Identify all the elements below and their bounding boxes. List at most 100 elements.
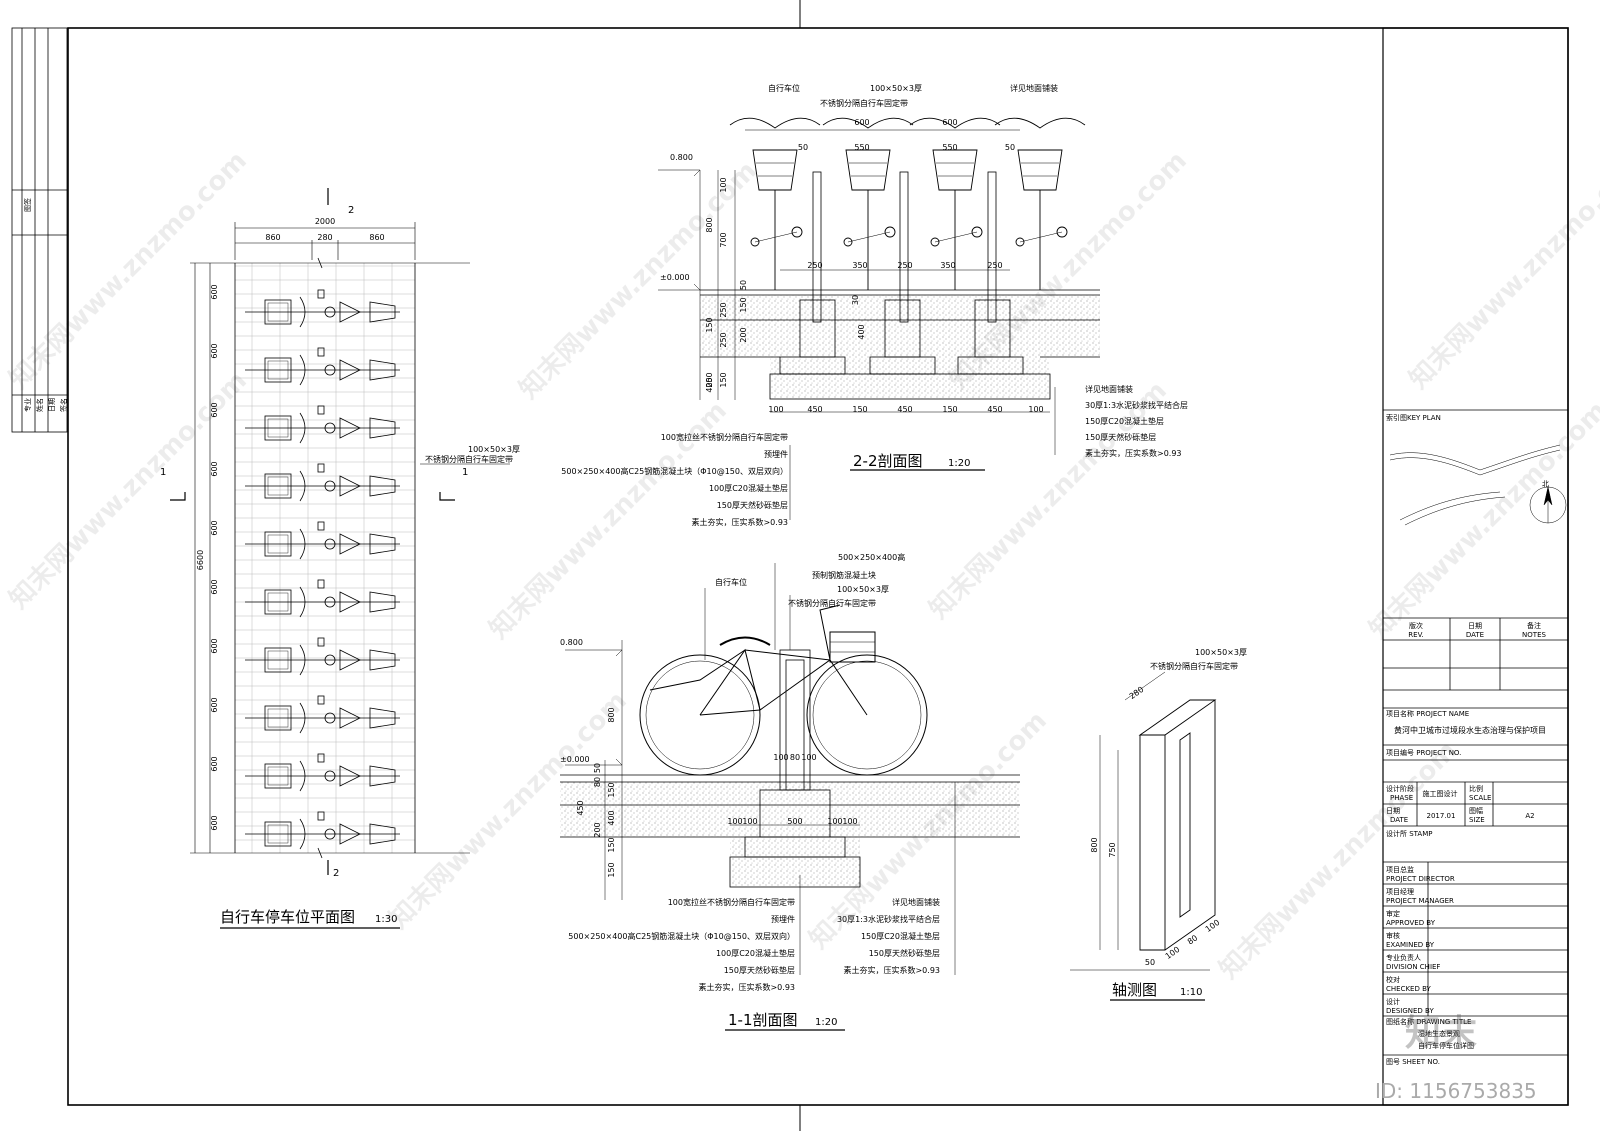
- s11-note-left: 素土夯实，压实系数>0.93: [698, 982, 795, 992]
- plan-bike-row: [245, 463, 400, 502]
- s11-dim-bottom: 100: [827, 817, 842, 826]
- role-label: DESIGNED BY: [1386, 1007, 1434, 1015]
- title-block: [1382, 27, 1569, 1106]
- saddle-icon: [339, 301, 361, 323]
- role-label: CHECKED BY: [1386, 985, 1432, 993]
- axon-dim: 100: [1204, 918, 1222, 934]
- s11-top-label: 500×250×400高: [838, 552, 905, 562]
- post-icon: [324, 480, 336, 492]
- section-mark-2: 2: [348, 205, 354, 216]
- s11-dim-left: 50: [593, 763, 602, 773]
- s11-top-label: 不锈钢分隔自行车固定带: [788, 598, 876, 608]
- left-strip-label: 图签: [23, 198, 32, 212]
- s11-note-left: 150厚天然砂砾垫层: [724, 965, 795, 975]
- saddle-icon: [339, 591, 361, 613]
- date-value: 2017.01: [1427, 812, 1456, 820]
- s22-dim-bottom: 100: [1028, 405, 1043, 414]
- project-name-label: 项目名称 PROJECT NAME: [1386, 709, 1469, 718]
- s22-dim-left: 50: [739, 280, 748, 290]
- s11-dim-bottom: 100: [727, 817, 742, 826]
- s22-dim-mid: 250: [987, 261, 1002, 270]
- saddle-icon: [339, 707, 361, 729]
- section-1-1-labels: 自行车位500×250×400高预制钢筋混凝土块100×50×3厚不锈钢分隔自行…: [560, 552, 940, 1029]
- role-label: 项目总监: [1386, 865, 1414, 874]
- saddle-icon: [339, 475, 361, 497]
- rev-header: REV.: [1408, 631, 1423, 639]
- tire-icon: [369, 301, 396, 323]
- plan-bike-rows: [245, 289, 400, 850]
- s11-note-left: 100厚C20混凝土垫层: [716, 948, 795, 958]
- plan-dim-spacing: 600: [210, 697, 219, 712]
- plan-dim-spacing: 600: [210, 756, 219, 771]
- s11-note-left: 100宽拉丝不锈钢分隔自行车固定带: [668, 897, 795, 907]
- drawing-title-label: 图纸名称 DRAWING TITLE: [1386, 1017, 1471, 1026]
- tire-icon: [369, 591, 396, 613]
- date-label: DATE: [1390, 816, 1408, 824]
- s22-dim-left: 150: [739, 297, 748, 312]
- handle-icon: [299, 528, 306, 560]
- s11-dim-left: 800: [607, 707, 616, 722]
- s22-bike: [822, 117, 914, 290]
- plan-dim-spacing: 600: [210, 461, 219, 476]
- key-plan-label: 索引图KEY PLAN: [1386, 413, 1441, 422]
- handle-icon: [299, 586, 306, 618]
- left-strip-labels: 图签专业姓名日期签名: [23, 198, 68, 412]
- s11-note-right: 150厚C20混凝土垫层: [861, 931, 940, 941]
- left-strip-label: 专业: [23, 398, 32, 412]
- s22-dim-left: 150: [705, 317, 714, 332]
- saddle-icon: [339, 533, 361, 555]
- post-icon: [324, 712, 336, 724]
- post-icon: [317, 289, 325, 299]
- basket-icon: [752, 149, 798, 191]
- s22-dim-top: 550: [854, 143, 869, 152]
- post-icon: [317, 521, 325, 531]
- s11-top-label: 预制钢筋混凝土块: [812, 570, 876, 580]
- stamp-label: 设计所 STAMP: [1386, 829, 1432, 838]
- watermark-text: 知末网www.znzmo.com: [1364, 396, 1600, 645]
- size-label: SIZE: [1469, 816, 1485, 824]
- s11-dim-left: 150: [607, 782, 616, 797]
- s22-dim-left: 700: [719, 232, 728, 247]
- s22-dim-top: 550: [942, 143, 957, 152]
- s22-dim-left: 150: [719, 372, 728, 387]
- plan-dim-spacing: 600: [210, 343, 219, 358]
- plan-dim-spacing: 600: [210, 638, 219, 653]
- role-label: PROJECT MANAGER: [1386, 897, 1454, 905]
- section-mark-1: 1: [160, 467, 166, 478]
- left-strip-label: 姓名: [35, 398, 44, 412]
- s22-elev-zero: ±0.000: [660, 273, 690, 282]
- handlebar-icon: [909, 117, 1001, 129]
- s22-bike: [729, 117, 821, 290]
- role-label: 校对: [1386, 975, 1400, 984]
- s22-dim-bottom: 450: [897, 405, 912, 414]
- post-icon: [324, 654, 336, 666]
- scale-label: SCALE: [1469, 794, 1491, 802]
- s11-note-left: 预埋件: [771, 914, 795, 924]
- tire-icon: [369, 475, 396, 497]
- post-icon: [317, 463, 325, 473]
- handle-icon: [299, 470, 306, 502]
- rev-header: 版次: [1409, 621, 1423, 630]
- left-strip: [11, 27, 68, 433]
- handle-icon: [299, 412, 306, 444]
- tire-icon: [369, 417, 396, 439]
- north-label: 北: [1542, 480, 1549, 488]
- axon-dim: 100: [1164, 945, 1182, 961]
- s22-dim-top: 50: [798, 143, 808, 152]
- s11-title: 1-1剖面图: [728, 1011, 798, 1029]
- saddle-icon: [339, 649, 361, 671]
- rev-header: NOTES: [1522, 631, 1546, 639]
- crank-icon: [847, 231, 891, 243]
- plan-bike-row: [245, 579, 400, 618]
- s22-note-left: 预埋件: [764, 449, 788, 459]
- s11-top-label: 100×50×3厚: [837, 585, 889, 594]
- axon-dim: 80: [1186, 933, 1200, 946]
- id-watermark: ID: 1156753835: [1375, 1079, 1537, 1103]
- plan-bike-row: [245, 753, 400, 792]
- s11-note-right: 素土夯实，压实系数>0.93: [843, 965, 940, 975]
- s22-note-right: 150厚C20混凝土垫层: [1085, 416, 1164, 426]
- pedal-icon: [843, 237, 853, 247]
